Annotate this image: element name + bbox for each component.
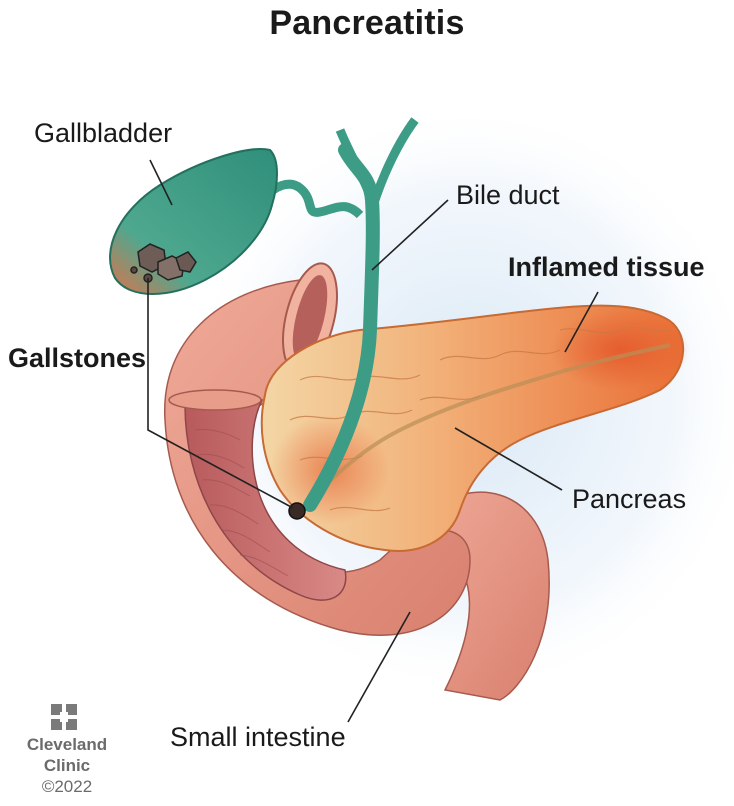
logo-line-1: Cleveland	[26, 735, 108, 754]
logo-line-2: Clinic	[43, 756, 91, 775]
cleveland-clinic-logo: Cleveland Clinic ©2022	[22, 700, 112, 798]
duodenum-left-opening	[168, 389, 262, 411]
logo-copyright: ©2022	[41, 777, 93, 796]
leader-gallbladder	[149, 159, 173, 206]
duodenum-folds	[194, 429, 289, 577]
inflamed-area-tail	[550, 310, 690, 390]
page-title: Pancreatitis	[269, 4, 465, 42]
label-inflamed-tissue: Inflamed tissue	[508, 252, 705, 282]
hepatic-duct-left	[335, 128, 377, 202]
leader-inflamed	[564, 291, 599, 353]
hepatic-duct-right	[370, 117, 419, 202]
lodged-gallstone	[288, 502, 306, 520]
leader-small-intestine	[347, 611, 411, 723]
label-gallstones: Gallstones	[8, 343, 147, 373]
leader-bile-duct	[371, 199, 449, 271]
label-bile-duct: Bile duct	[456, 180, 560, 210]
pancreatic-duct	[298, 343, 671, 512]
duodenum-lining	[184, 395, 347, 601]
leader-pancreas	[454, 427, 563, 491]
label-pancreas: Pancreas	[572, 484, 687, 514]
leader-lines	[147, 159, 599, 723]
gallstones-cluster	[130, 243, 197, 283]
cystic-duct	[258, 179, 364, 219]
cleveland-clinic-logo-mark	[51, 704, 77, 730]
duodenum-opening-inner	[292, 275, 328, 361]
label-gallbladder: Gallbladder	[34, 118, 173, 148]
leader-gallstones	[147, 278, 294, 509]
label-small-intestine: Small intestine	[170, 722, 346, 752]
